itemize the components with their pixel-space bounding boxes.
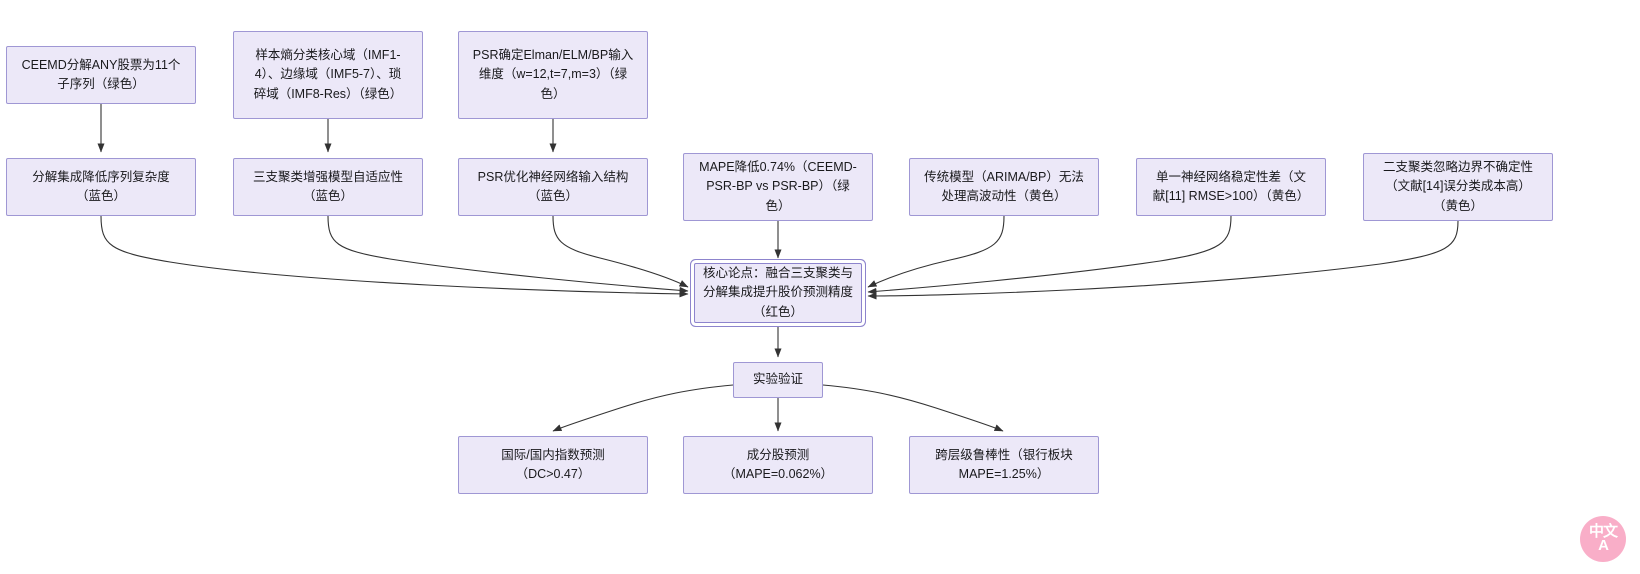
watermark-text: 中文 A <box>1588 522 1618 554</box>
node-label: 跨层级鲁棒性（银行板块 MAPE=1.25%） <box>935 447 1073 481</box>
node-psr-optimize-network-input[interactable]: PSR优化神经网络输入结构 （蓝色） <box>458 158 648 216</box>
node-label: MAPE降低0.74%（CEEMD- PSR-BP vs PSR-BP）（绿 色… <box>699 159 857 213</box>
node-label: 传统模型（ARIMA/BP）无法 处理高波动性（黄色） <box>924 169 1084 203</box>
node-ceemd-decompose[interactable]: CEEMD分解ANY股票为11个 子序列（绿色） <box>6 46 196 104</box>
edge-n10-to-n11 <box>867 220 1459 300</box>
node-three-way-clustering-adaptive[interactable]: 三支聚类增强模型自适应性 （蓝色） <box>233 158 423 216</box>
node-cross-level-robustness-result[interactable]: 跨层级鲁棒性（银行板块 MAPE=1.25%） <box>909 436 1099 494</box>
node-label: 单一神经网络稳定性差（文 献[11] RMSE>100）（黄色） <box>1152 169 1310 203</box>
edge-n9-to-n11 <box>867 215 1232 295</box>
node-label: 样本熵分类核心域（IMF1- 4）、边缘域（IMF5-7）、琐 碎域（IMF8-… <box>253 47 403 101</box>
edge-n5-to-n11 <box>327 215 689 294</box>
node-label: PSR优化神经网络输入结构 （蓝色） <box>477 169 629 203</box>
node-decompose-reduce-complexity[interactable]: 分解集成降低序列复杂度 （蓝色） <box>6 158 196 216</box>
node-traditional-model-limitation[interactable]: 传统模型（ARIMA/BP）无法 处理高波动性（黄色） <box>909 158 1099 216</box>
node-component-stock-forecast-result[interactable]: 成分股预测 （MAPE=0.062%） <box>683 436 873 494</box>
node-label: 国际/国内指数预测 （DC>0.47） <box>501 447 605 481</box>
node-label: 核心论点：融合三支聚类与 分解集成提升股价预测精度 （红色） <box>703 265 854 319</box>
node-label: 实验验证 <box>752 372 803 387</box>
node-two-way-clustering-limitation[interactable]: 二支聚类忽略边界不确定性 （文献[14]误分类成本高） （黄色） <box>1363 153 1553 221</box>
node-psr-input-dimension[interactable]: PSR确定Elman/ELM/BP输入 维度（w=12,t=7,m=3）（绿 色… <box>458 31 648 119</box>
edge-n12-to-n15 <box>822 384 1004 432</box>
edge-n12-to-n13 <box>552 384 734 432</box>
node-label: CEEMD分解ANY股票为11个 子序列（绿色） <box>21 57 181 91</box>
node-sample-entropy-classify[interactable]: 样本熵分类核心域（IMF1- 4）、边缘域（IMF5-7）、琐 碎域（IMF8-… <box>233 31 423 119</box>
node-mape-improvement-evidence[interactable]: MAPE降低0.74%（CEEMD- PSR-BP vs PSR-BP）（绿 色… <box>683 153 873 221</box>
node-label: PSR确定Elman/ELM/BP输入 维度（w=12,t=7,m=3）（绿 色… <box>472 47 634 101</box>
node-label: 三支聚类增强模型自适应性 （蓝色） <box>252 169 403 203</box>
edge-n8-to-n11 <box>867 215 1005 288</box>
node-label: 二支聚类忽略边界不确定性 （文献[14]误分类成本高） （黄色） <box>1382 159 1533 213</box>
edge-n6-to-n11 <box>552 215 689 288</box>
node-label: 分解集成降低序列复杂度 （蓝色） <box>32 169 170 203</box>
edge-n4-to-n11 <box>100 215 689 298</box>
node-single-network-instability[interactable]: 单一神经网络稳定性差（文 献[11] RMSE>100）（黄色） <box>1136 158 1326 216</box>
node-experimental-validation[interactable]: 实验验证 <box>733 362 823 398</box>
node-core-argument[interactable]: 核心论点：融合三支聚类与 分解集成提升股价预测精度 （红色） <box>694 263 862 323</box>
node-label: 成分股预测 （MAPE=0.062%） <box>722 447 834 481</box>
translate-watermark: 中文 A <box>1580 516 1626 562</box>
node-index-forecast-result[interactable]: 国际/国内指数预测 （DC>0.47） <box>458 436 648 494</box>
